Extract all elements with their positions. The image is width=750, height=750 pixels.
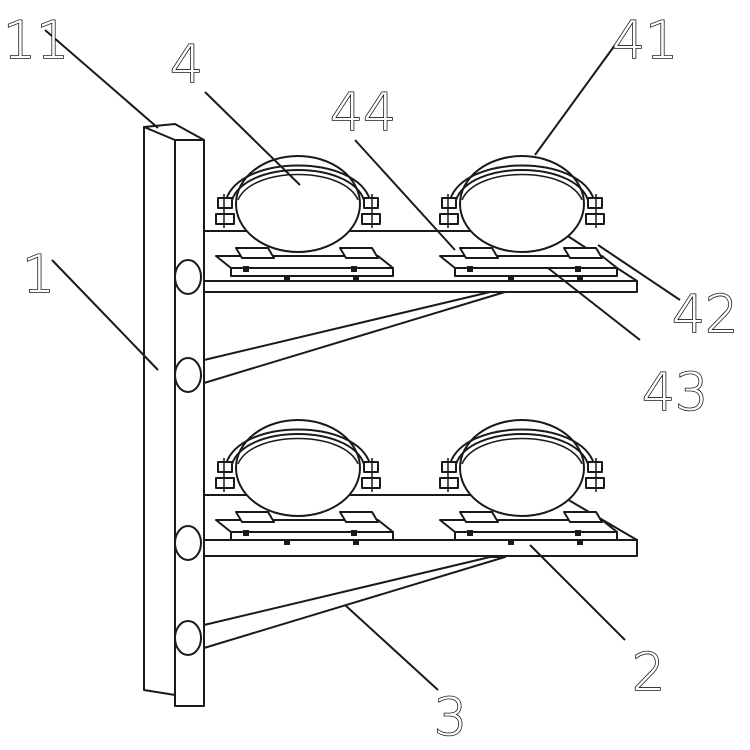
label-11: 11: [3, 11, 69, 71]
column-bolts: [174, 259, 202, 656]
vertical-column: [143, 123, 205, 707]
label-44: 44: [330, 83, 396, 143]
pipe-clamp-upper-left: [215, 155, 394, 282]
label-42: 42: [672, 285, 738, 345]
label-3: 3: [434, 688, 467, 748]
callout-labels: 11 1 4 44 41 42 43 2 3: [2, 10, 739, 749]
leader-lines: [44, 29, 681, 691]
label-43: 43: [642, 363, 708, 423]
label-4: 4: [170, 35, 203, 95]
pipe-clamp-lower-left: [215, 419, 394, 546]
label-2: 2: [632, 643, 665, 703]
label-1: 1: [22, 245, 55, 305]
pipe-clamp-lower-right: [439, 419, 618, 546]
label-41: 41: [612, 11, 678, 71]
pipe-clamp-upper-right: [439, 155, 618, 282]
